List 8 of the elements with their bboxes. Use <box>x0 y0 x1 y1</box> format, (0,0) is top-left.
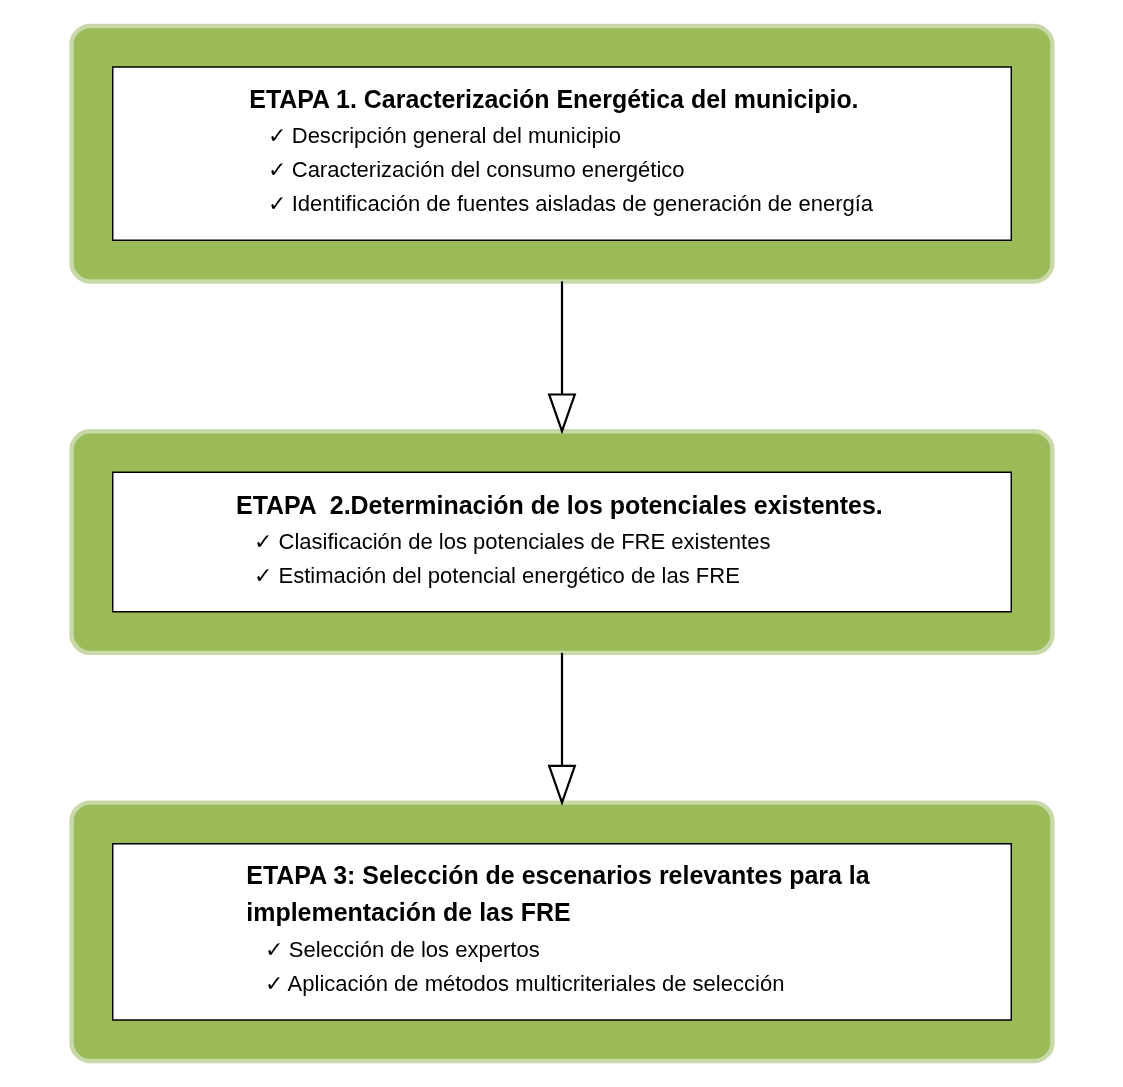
arrow <box>547 281 576 435</box>
cluster <box>68 800 1055 1064</box>
cluster <box>68 429 1055 656</box>
arrow <box>547 652 576 806</box>
node-box: ETAPA 1. Caracterización Energética del municipio. ✓ Descripción general del municipio ✓ Caracterización del consumo energético ✓ Identificación de fuentes aisladas de generación de energía <box>111 66 1012 242</box>
node-box: ETAPA 2.Determinación de los potenciales existentes. ✓ Clasificación de los potenciales de FRE existentes ✓ Estimación del potencial energético de las FRE <box>111 471 1012 613</box>
cluster <box>68 23 1055 284</box>
node-box: ETAPA 3: Selección de escenarios relevantes para la implementación de las FRE ✓ Selección de los expertos ✓ Aplicación de métodos multicriteriales de selección <box>111 843 1012 1021</box>
